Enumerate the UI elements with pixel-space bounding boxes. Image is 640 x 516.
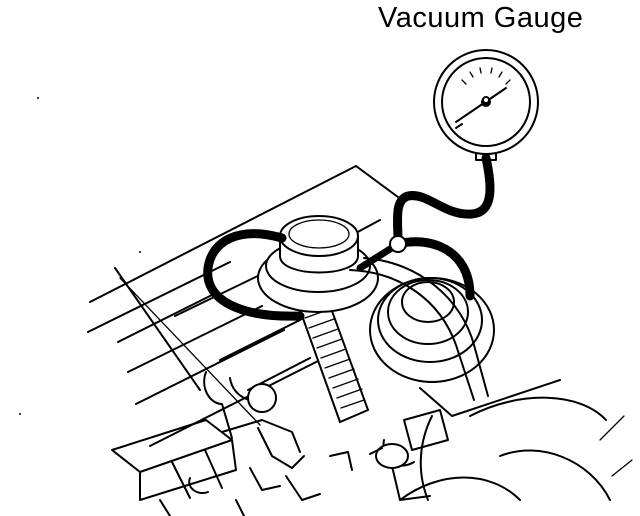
diaphragm-valve-large (369, 277, 495, 383)
vacuum-hoses (203, 153, 495, 321)
vacuum-gauge (433, 49, 539, 161)
diaphragm-valve-small (257, 215, 379, 313)
large-air-tube (349, 257, 611, 501)
throttle-linkage (111, 371, 353, 516)
tee-fitting (369, 409, 449, 501)
detail-dots (19, 97, 633, 477)
corrugated-hose (298, 298, 370, 424)
gauge-needle (455, 87, 507, 123)
vacuum-gauge-label: Vacuum Gauge (378, 2, 584, 34)
